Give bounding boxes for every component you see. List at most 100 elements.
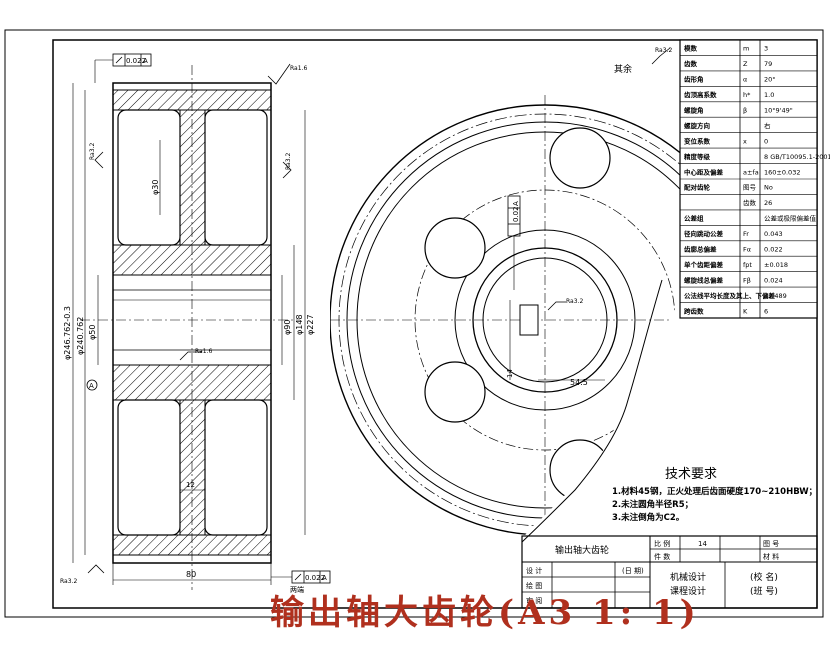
- scale-value: 14: [698, 540, 707, 548]
- tech-req-item-1: 1.材料45钢，正火处理后齿面硬度170~210HBW；: [612, 486, 817, 497]
- tol-key-datum: A: [512, 201, 520, 206]
- param-symbol: α: [743, 76, 747, 84]
- ra-other: Ra3.2: [655, 47, 672, 54]
- param-value: 1.0: [764, 91, 774, 99]
- param-name: 公法线平均长度及其上、下偏差: [684, 291, 776, 300]
- footer-title: 输出轴大齿轮(A3 1: 1): [270, 593, 700, 633]
- parameter-table: 模数 m 3 齿数 Z 79 齿形角 α 20° 齿顶高系数 h* 1.0 螺旋角 β 10°9'49" 螺旋…: [679, 39, 830, 319]
- param-name: 配对齿轮: [684, 183, 711, 192]
- param-symbol: Fα: [743, 246, 751, 254]
- param-name: 公差组: [684, 214, 704, 223]
- param-name: 齿数: [684, 59, 698, 68]
- school-line2: (班 号): [750, 585, 778, 597]
- ra-mid: Ra3.2: [285, 153, 292, 170]
- ra-bottom: Ra3.2: [60, 578, 77, 585]
- param-name: 齿形角: [684, 75, 704, 84]
- dim-rim: φ227: [306, 314, 315, 335]
- ra-key: Ra3.2: [566, 298, 583, 305]
- ra-hub: Ra1.6: [195, 348, 212, 355]
- datum-a-label: A: [89, 382, 94, 390]
- param-name: 中心距及偏差: [684, 167, 724, 176]
- tol-top: 0.022: [126, 57, 146, 65]
- scale-label: 比 例: [654, 539, 670, 548]
- drawing-no-label: 图 号: [763, 540, 779, 548]
- ra-top: Ra1.6: [290, 65, 307, 72]
- param-value: 20°: [764, 76, 776, 84]
- both-ends: 两端: [290, 585, 304, 594]
- param-symbol: m: [743, 45, 749, 53]
- param-value: 10°9'49": [764, 107, 793, 115]
- course-line2: 课程设计: [670, 585, 706, 597]
- param-name: 模数: [684, 44, 698, 53]
- tech-req-item-2: 2.未注圆角半径R5；: [612, 499, 693, 510]
- dim-root: φ240.762: [76, 317, 85, 355]
- inner-border: [52, 39, 818, 609]
- param-symbol: Z: [743, 60, 748, 68]
- param-name: 精度等级: [684, 152, 711, 161]
- param-symbol: fpt: [743, 261, 752, 269]
- param-symbol: Fβ: [743, 276, 751, 284]
- qty-label: 件 数: [654, 552, 670, 561]
- dim-key-depth: 54.5: [570, 378, 588, 387]
- param-name: 变位系数: [684, 136, 711, 145]
- roughness-other: 其余: [614, 63, 632, 75]
- roughness-symbols: [87, 63, 292, 574]
- part-name: 输出轴大齿轮: [555, 544, 609, 556]
- tol-bottom: 0.022: [305, 574, 325, 582]
- dim-keyway: 14: [506, 369, 514, 378]
- param-value: 79: [764, 60, 772, 68]
- param-name: 跨齿数: [684, 306, 704, 315]
- param-symbol: Fr: [743, 230, 749, 238]
- dim-tip: φ246.762-0.3: [63, 306, 72, 360]
- param-value: 8 GB/T10095.1-2001: [764, 153, 830, 161]
- designer-label: 设 计: [526, 566, 542, 575]
- param-symbol: 齿数: [743, 198, 757, 207]
- tol-bottom-datum: A: [322, 574, 327, 582]
- param-value: 6: [764, 307, 768, 315]
- outer-border: [4, 29, 824, 618]
- param-value: 3: [764, 45, 768, 53]
- tol-key: 0.02: [512, 206, 520, 222]
- param-name: 单个齿距偏差: [684, 260, 724, 269]
- dim-web-thk: 12: [186, 481, 195, 489]
- param-value: 0.024: [764, 276, 783, 284]
- checker-label: 审 阅: [526, 596, 542, 605]
- param-name: 螺旋线总偏差: [684, 275, 724, 284]
- param-value: 公差或极限偏差值: [764, 214, 817, 223]
- param-value: ±0.018: [764, 261, 788, 269]
- dim-width: 80: [186, 570, 196, 579]
- param-value: 42.489: [764, 292, 787, 300]
- param-value: 26: [764, 199, 772, 207]
- param-name: 螺旋方向: [684, 121, 711, 130]
- param-name: 螺旋角: [684, 106, 704, 115]
- drawer-label: 绘 图: [526, 581, 542, 590]
- course-line1: 机械设计: [670, 571, 706, 583]
- param-value: 0.043: [764, 230, 783, 238]
- material-label: 材 料: [763, 552, 779, 561]
- ra-left: Ra3.2: [89, 143, 96, 160]
- section-view: [72, 65, 306, 590]
- param-value: 0.022: [764, 246, 783, 254]
- param-value: No: [764, 184, 773, 192]
- param-symbol: K: [743, 307, 748, 315]
- param-symbol: a±fa: [743, 168, 759, 176]
- param-symbol: h*: [743, 91, 751, 99]
- param-symbol: β: [743, 107, 747, 115]
- tolerance-frame-bottom: [271, 570, 331, 584]
- tech-req-title: 技术要求: [665, 467, 717, 482]
- tol-top-datum: A: [143, 57, 148, 65]
- param-value: 160±0.032: [764, 168, 800, 176]
- param-symbol: 图号: [743, 184, 757, 192]
- tolerance-frame-key: [507, 195, 521, 290]
- param-name: 齿顶高系数: [684, 90, 717, 99]
- param-value: 右: [764, 121, 771, 130]
- school-line1: (校 名): [750, 571, 778, 583]
- tolerance-frame-top: [94, 53, 152, 83]
- date-label: (日 期): [622, 567, 644, 575]
- dim-boss: φ148: [295, 314, 304, 335]
- dim-mid: φ50: [88, 325, 97, 340]
- param-value: 0: [764, 137, 768, 145]
- param-symbol: x: [743, 137, 747, 145]
- dim-hole: φ30: [151, 180, 160, 195]
